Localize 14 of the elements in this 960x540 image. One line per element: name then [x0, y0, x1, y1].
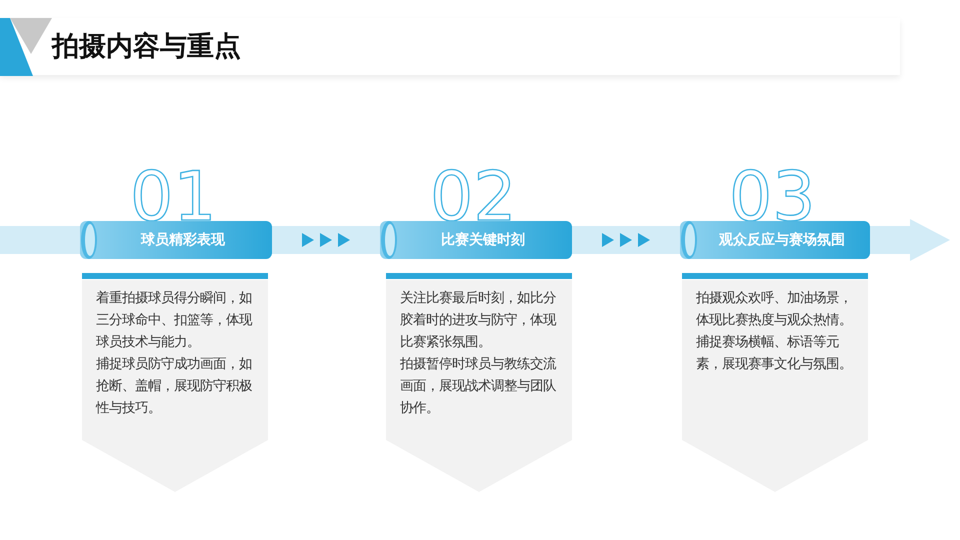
body-text: 着重拍摄球员得分瞬间，如三分球命中、扣篮等，体现球员技术与能力。 [96, 290, 254, 352]
body-text: 关注比赛最后时刻，如比分胶着时的进攻与防守，体现比赛紧张氛围。 [400, 290, 558, 352]
content-card [82, 280, 268, 492]
arrow [272, 226, 380, 254]
content-card [682, 280, 868, 492]
body-text: 捕捉赛场横幅、标语等元素，展现赛事文化与氛围。 [696, 334, 853, 374]
arrow [870, 219, 950, 261]
step-tab: 观众反应与赛场氛围 [680, 221, 870, 259]
body-text: 捕捉球员防守成功画面，如抢断、盖帽，展现防守积极性与技巧。 [96, 356, 253, 418]
arrow [572, 226, 680, 254]
body-text: 拍摄暂停时球员与教练交流画面，展现战术调整与团队协作。 [400, 356, 558, 418]
title: 拍摄内容与重点 [52, 30, 241, 64]
content-card [386, 280, 572, 492]
body-text: 拍摄观众欢呼、加油场景，体现比赛热度与观众热情。 [696, 290, 853, 330]
